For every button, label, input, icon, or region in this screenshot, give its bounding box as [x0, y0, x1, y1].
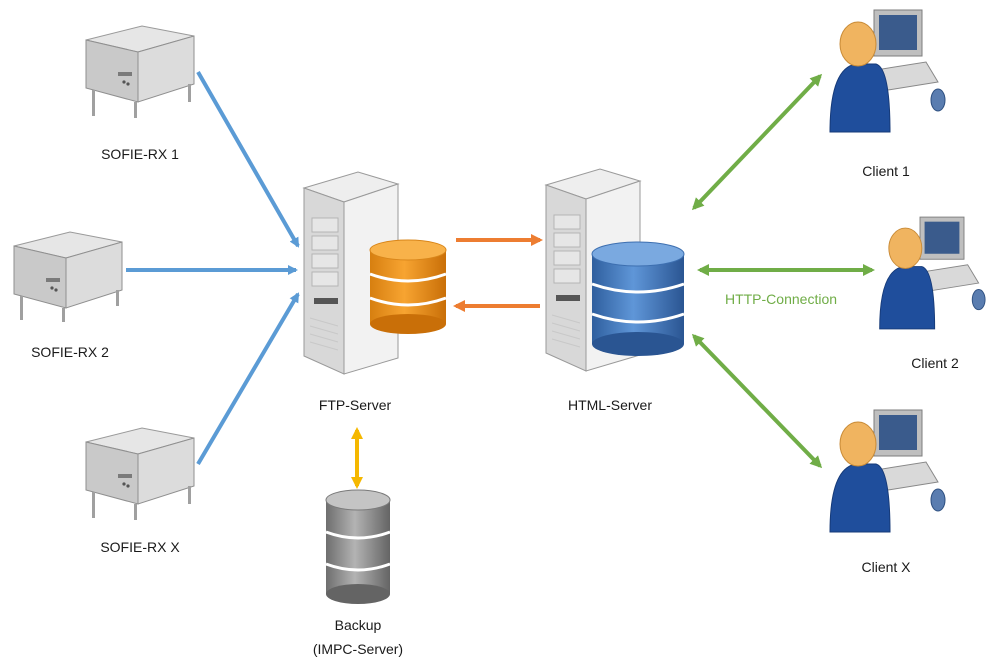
label-rx1: SOFIE-RX 1	[101, 146, 179, 162]
label-rx2: SOFIE-RX 2	[31, 344, 109, 360]
receiver-rx2-icon	[6, 224, 126, 324]
client1-user-workstation-icon	[826, 4, 946, 138]
clientx-user-workstation-icon	[826, 404, 946, 538]
html-database-icon	[590, 240, 686, 358]
label-client1: Client 1	[862, 163, 910, 179]
arrow-html-client1	[691, 73, 823, 211]
label-backup-sub: (IMPC-Server)	[312, 641, 404, 657]
arrow-html-clientx	[691, 333, 823, 469]
backup-database-icon	[324, 488, 392, 606]
label-client2: Client 2	[911, 355, 959, 371]
receiver-rxx-icon	[78, 420, 198, 522]
ftp-database-icon	[368, 238, 448, 336]
http-connection-label: HTTP-Connection	[724, 291, 838, 307]
label-backup: Backup	[334, 617, 382, 633]
label-clientx: Client X	[861, 559, 911, 575]
label-html: HTML-Server	[567, 397, 652, 413]
client2-user-workstation-icon	[876, 206, 986, 340]
arrow-rxx-to-ftp	[196, 292, 300, 466]
label-rxx: SOFIE-RX X	[100, 539, 180, 555]
receiver-rx1-icon	[78, 18, 198, 120]
label-ftp: FTP-Server	[318, 397, 392, 413]
arrow-rx1-to-ftp	[196, 71, 300, 248]
